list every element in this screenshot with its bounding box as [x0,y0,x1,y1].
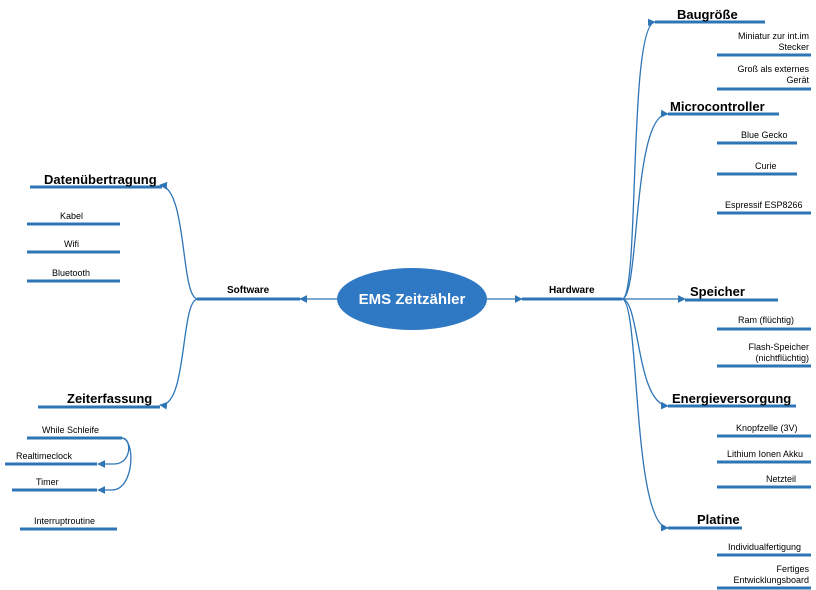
topic-baugroesse[interactable]: Baugröße [677,7,738,22]
leaf-fertiges-entwicklungsboard[interactable]: Fertiges Entwicklungsboard [733,564,809,585]
leaf-espressif-esp8266[interactable]: Espressif ESP8266 [725,200,803,210]
leaf-gross-externes-geraet[interactable]: Groß als externes Gerät [737,64,809,85]
leaf-netzteil[interactable]: Netzteil [766,474,797,484]
leaf-wifi[interactable]: Wifi [64,239,79,249]
leaf-miniatur-stecker[interactable]: Miniatur zur int.im Stecker [737,31,809,52]
leaf-individualfertigung[interactable]: Individualfertigung [728,542,802,552]
central-topic-label: EMS Zeitzähler [358,290,466,308]
topic-speicher[interactable]: Speicher [690,284,745,299]
branch-software[interactable]: Software [227,285,270,296]
leaf-knopfzelle[interactable]: Knopfzelle (3V) [736,423,798,433]
leaf-bluetooth[interactable]: Bluetooth [52,268,91,278]
leaf-kabel[interactable]: Kabel [60,211,84,221]
leaf-lithium-ionen-akku[interactable]: Lithium Ionen Akku [727,449,804,459]
leaf-while-schleife[interactable]: While Schleife [42,425,100,435]
topic-datenuebertragung[interactable]: Datenübertragung [44,172,157,187]
branch-hardware[interactable]: Hardware [549,285,595,296]
leaf-curie[interactable]: Curie [755,161,777,171]
central-topic-node[interactable]: EMS Zeitzähler [337,268,487,330]
topic-zeiterfassung[interactable]: Zeiterfassung [67,391,153,406]
leaf-ram[interactable]: Ram (flüchtig) [738,315,795,325]
leaf-timer[interactable]: Timer [36,477,59,487]
topic-platine[interactable]: Platine [697,512,740,527]
leaf-blue-gecko[interactable]: Blue Gecko [741,130,788,140]
leaf-interruptroutine[interactable]: Interruptroutine [34,516,96,526]
topic-microcontroller[interactable]: Microcontroller [670,99,765,114]
topic-energieversorgung[interactable]: Energieversorgung [672,391,792,406]
leaf-realtimeclock[interactable]: Realtimeclock [16,451,73,461]
leaf-flash-speicher[interactable]: Flash-Speicher (nichtflüchtig) [748,342,809,363]
